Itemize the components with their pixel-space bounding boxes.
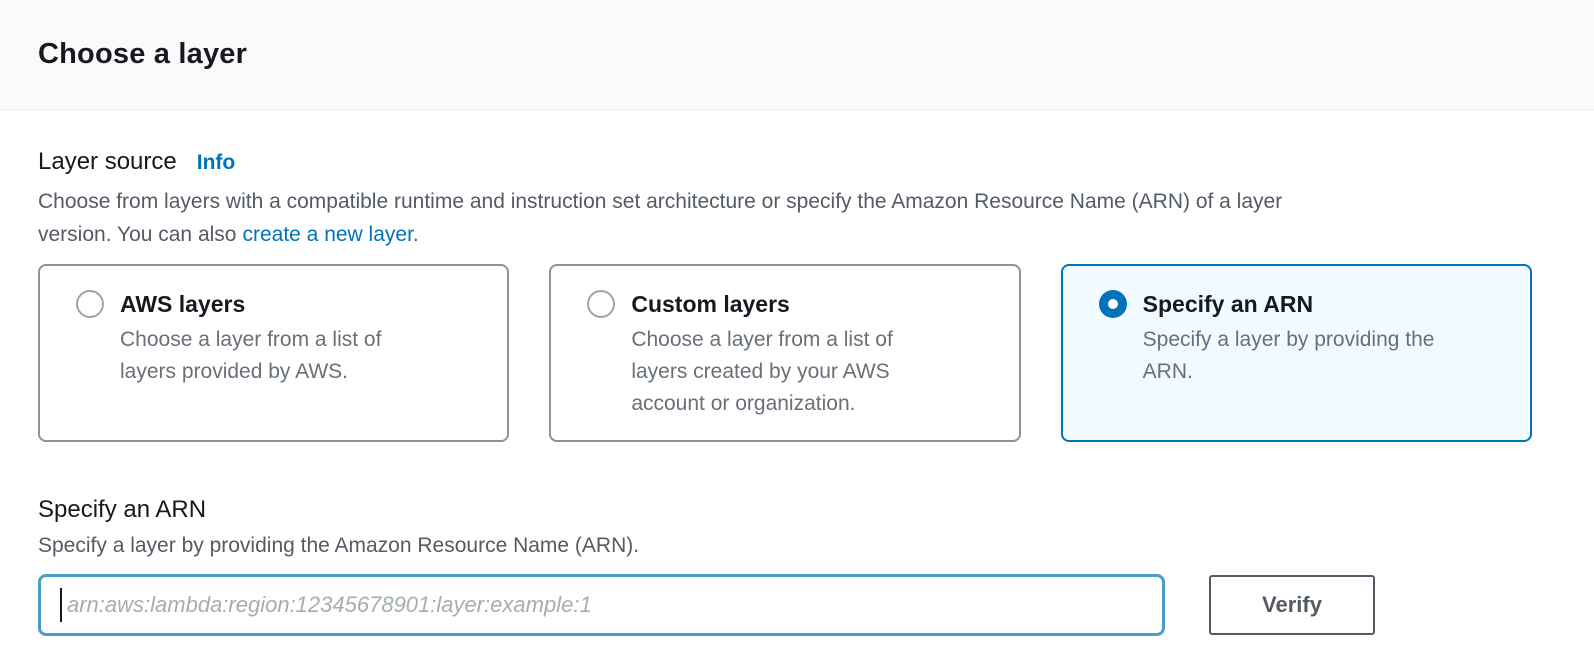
info-link[interactable]: Info [196, 151, 236, 174]
tile-aws-layers-description: Choose a layer from a list of layers pro… [120, 328, 382, 383]
tile-specify-arn-description: Specify a layer by providing the ARN. [1142, 328, 1435, 383]
text-caret [60, 588, 62, 622]
specify-arn-heading: Specify an ARN [38, 496, 207, 523]
specify-arn-description: Specify a layer by providing the Amazon … [38, 534, 640, 557]
layer-source-description: Choose from layers with a compatible run… [38, 185, 1532, 251]
tile-aws-layers[interactable]: AWS layers Choose a layer from a list of… [38, 264, 510, 442]
tile-custom-layers[interactable]: Custom layers Choose a layer from a list… [549, 264, 1021, 442]
layer-source-section: Layer source Info Choose from layers wit… [0, 110, 1594, 636]
radio-specify-arn-icon[interactable] [1098, 290, 1127, 318]
tile-specify-arn[interactable]: Specify an ARN Specify a layer by provid… [1060, 264, 1532, 442]
layer-source-label: Layer source [38, 148, 177, 175]
layer-source-label-row: Layer source Info [38, 148, 1532, 176]
panel-header: Choose a layer [0, 0, 1594, 110]
tile-custom-layers-title: Custom layers [631, 290, 790, 317]
layer-source-options: AWS layers Choose a layer from a list of… [38, 264, 1532, 442]
tile-specify-arn-title: Specify an ARN [1142, 290, 1314, 317]
specify-arn-section: Specify an ARN Specify a layer by provid… [38, 496, 1532, 636]
arn-input[interactable] [38, 574, 1165, 636]
tile-aws-layers-title: AWS layers [120, 290, 246, 317]
tile-custom-layers-description: Choose a layer from a list of layers cre… [631, 328, 893, 415]
page-title: Choose a layer [38, 38, 248, 70]
layer-source-description-text: Choose from layers with a compatible run… [38, 190, 1283, 246]
verify-button[interactable]: Verify [1209, 575, 1375, 635]
create-new-layer-link[interactable]: create a new layer. [242, 223, 419, 246]
radio-custom-layers-icon[interactable] [587, 290, 616, 318]
radio-aws-layers-icon[interactable] [76, 290, 104, 318]
